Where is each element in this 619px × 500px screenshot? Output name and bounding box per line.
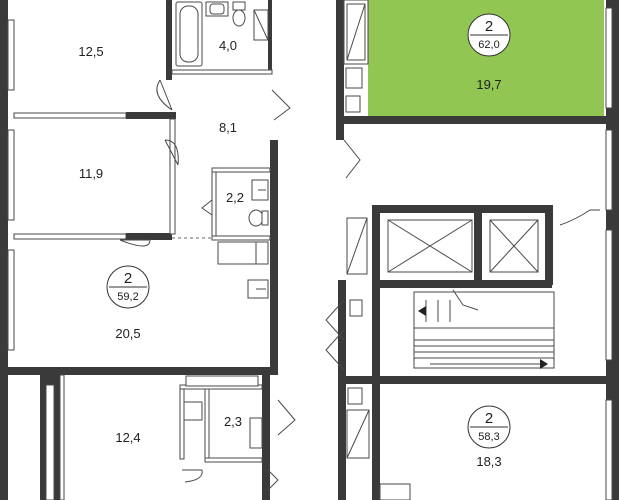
apartment-total-area: 58,3 [478, 431, 499, 443]
sink-icon [247, 279, 269, 299]
room-area-label: 2,2 [226, 190, 244, 205]
sink-icon [345, 67, 363, 89]
room-area-label: 20,5 [115, 326, 140, 341]
apartment-total-area: 59,2 [117, 291, 138, 303]
room-area-label: 12,4 [115, 430, 140, 445]
apartment-rooms: 2 [485, 18, 493, 35]
shower-icon [217, 241, 269, 265]
apartment-rooms: 2 [485, 410, 493, 427]
toilet-icon [249, 417, 263, 449]
sink-icon [347, 387, 363, 405]
sink-icon [183, 401, 203, 421]
shower-icon [346, 409, 370, 459]
bathtub-icon [175, 1, 203, 67]
apartment-rooms: 2 [124, 270, 132, 287]
toilet-icon [345, 95, 361, 113]
right-block-walls [336, 0, 619, 500]
sink-icon [251, 179, 269, 201]
room-area-label: 8,1 [219, 120, 237, 135]
room-area-label: 18,3 [476, 454, 501, 469]
room-area-label: 11,9 [79, 166, 103, 181]
room-area-label: 4,0 [219, 38, 237, 53]
toilet-icon [248, 209, 269, 227]
staircase [413, 291, 555, 369]
door-swings-right [325, 139, 600, 371]
apartment-badge[interactable]: 2 59,2 [106, 265, 150, 309]
room-area-label: 19,7 [476, 77, 501, 92]
sink-icon [379, 483, 411, 500]
toilet-icon [232, 1, 246, 27]
apartment-badge[interactable]: 2 62,0 [467, 13, 511, 57]
left-block-walls [0, 0, 278, 500]
sink-icon [205, 1, 229, 17]
door-swings-left [119, 79, 296, 491]
shower-icon [346, 3, 366, 61]
elevator-1 [387, 219, 473, 273]
apartment-total-area: 62,0 [478, 39, 499, 51]
apartment-badge[interactable]: 2 58,3 [467, 405, 511, 449]
shower-icon [346, 217, 368, 275]
room-area-label: 12,5 [78, 44, 103, 59]
toilet-icon [349, 299, 363, 317]
washing-machine-icon [253, 9, 269, 41]
bathtub-icon [185, 375, 259, 387]
elevator-2 [489, 219, 539, 273]
room-area-label: 2,3 [224, 414, 242, 429]
